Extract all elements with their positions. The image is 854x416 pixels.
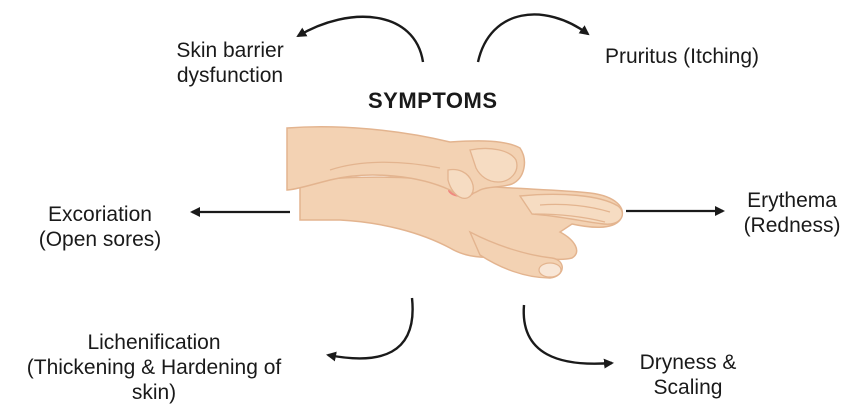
upper-hand-finger xyxy=(469,147,518,183)
lower-hand-fingers xyxy=(518,193,623,225)
arrow-to-dryness xyxy=(522,304,614,369)
symptom-line: (Redness) xyxy=(743,214,841,237)
finger-crease-1 xyxy=(539,203,611,213)
symptom-line: Excoriation xyxy=(48,203,152,226)
symptom-line: Dryness & xyxy=(639,351,737,374)
symptom-line: Pruritus (Itching) xyxy=(604,45,760,68)
symptom-erythema: Erythema (Redness) xyxy=(730,188,854,238)
symptom-line: (Thickening & Hardening of xyxy=(26,356,282,379)
wrist-crease xyxy=(329,161,441,171)
symptom-dryness: Dryness & Scaling xyxy=(618,350,758,400)
symptom-line: Lichenification xyxy=(87,331,221,354)
lower-thumbnail xyxy=(538,262,562,278)
scratching-hand-illustration xyxy=(286,126,623,279)
arrow-to-lichenification xyxy=(326,297,414,362)
symptom-pruritus: Pruritus (Itching) xyxy=(582,44,782,69)
symptom-line: (Open sores) xyxy=(38,228,162,251)
diagram-title: SYMPTOMS xyxy=(368,88,498,113)
symptom-line: Scaling xyxy=(653,376,723,399)
symptom-line: skin) xyxy=(131,381,177,404)
finger-crease-2 xyxy=(534,213,606,223)
arrow-to-skin-barrier xyxy=(296,15,425,63)
symptom-lichenification: Lichenification (Thickening & Hardening … xyxy=(0,330,308,405)
symptom-excoriation: Excoriation (Open sores) xyxy=(20,202,180,252)
symptom-line: Skin barrier xyxy=(176,39,284,62)
lower-thumb xyxy=(468,230,563,279)
scratching-finger xyxy=(447,168,474,199)
symptom-skin-barrier: Skin barrier dysfunction xyxy=(140,38,320,88)
arrow-to-pruritus xyxy=(476,13,590,63)
symptom-line: Erythema xyxy=(747,189,837,212)
symptom-line: dysfunction xyxy=(176,64,284,87)
